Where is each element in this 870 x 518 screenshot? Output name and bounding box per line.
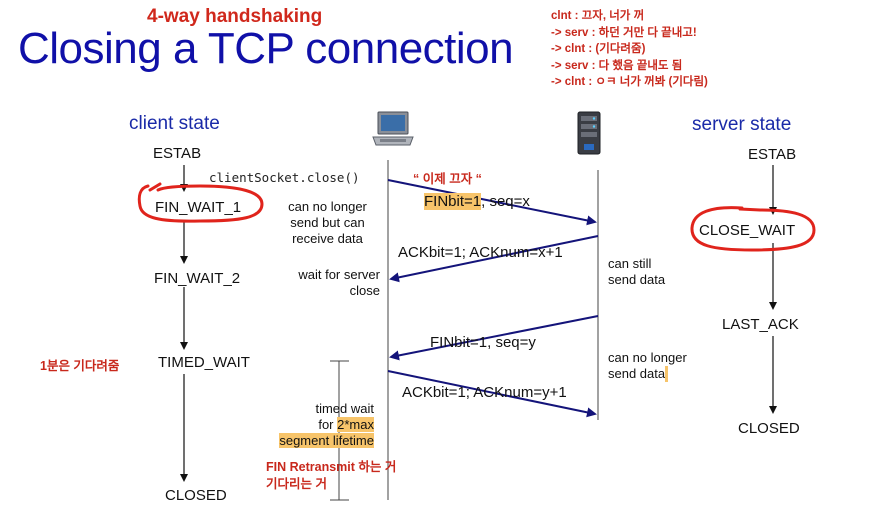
- server-state-estab: ESTAB: [748, 146, 797, 163]
- annotation-can-no-longer: can no longer send data: [608, 350, 687, 382]
- fin1-label: FINbit=1, seq=x: [424, 193, 530, 210]
- subtitle: 4-way handshaking: [147, 6, 323, 27]
- note-line: -> clnt : ㅇㅋ 너가 꺼봐 (기다림): [551, 76, 708, 88]
- circle-fin-wait-1: [137, 182, 264, 223]
- ack1-label: ACKbit=1; ACKnum=x+1: [398, 244, 563, 261]
- server-state-heading: server state: [692, 114, 792, 135]
- annotation-wait-one-min: 1분은 기다려줌: [40, 359, 120, 373]
- ack1-arrow: [389, 235, 599, 283]
- annotation-no-longer-send: can no longer send but can receive data: [288, 199, 367, 246]
- note-line: -> serv : 하던 거만 다 끝내고!: [551, 26, 697, 39]
- annotation-timed-wait: timed wait for 2*max segment lifetime: [279, 401, 374, 448]
- ack2-arrow: [387, 370, 597, 418]
- fin1-arrow: [387, 179, 597, 226]
- client-state-fin-wait-2: FIN_WAIT_2: [154, 270, 241, 287]
- note-line: -> serv : 다 했음 끝내도 됨: [551, 59, 683, 72]
- client-state-fin-wait-1: FIN_WAIT_1: [155, 199, 242, 216]
- client-state-closed: CLOSED: [165, 487, 227, 504]
- ack2-label: ACKbit=1; ACKnum=y+1: [402, 384, 567, 401]
- server-state-close-wait: CLOSE_WAIT: [699, 222, 796, 239]
- client-state-heading: client state: [129, 113, 220, 134]
- note-line: -> clnt : (기다려줌): [551, 43, 646, 55]
- note-line: clnt : 끄자, 너가 꺼: [551, 10, 645, 22]
- handshake-notes: clnt : 끄자, 너가 꺼 -> serv : 하던 거만 다 끝내고! -…: [551, 8, 708, 91]
- fin2-label: FINbit=1, seq=y: [430, 334, 536, 351]
- client-state-timed-wait: TIMED_WAIT: [158, 354, 250, 371]
- annotation-can-still: can still send data: [608, 256, 666, 287]
- server-icon: [577, 111, 601, 155]
- close-call-label: clientSocket.close(): [209, 170, 360, 185]
- page-title: Closing a TCP connection: [18, 24, 514, 73]
- server-state-closed: CLOSED: [738, 420, 800, 437]
- laptop-icon: [372, 111, 414, 146]
- circle-close-wait: [690, 206, 816, 252]
- fin2-arrow: [389, 315, 599, 361]
- note-now-off: “ 이제 끄자 “: [413, 172, 482, 186]
- server-state-last-ack: LAST_ACK: [722, 316, 799, 333]
- annotation-fin-retransmit: FIN Retransmit 하는 거 기다리는 거: [266, 460, 397, 491]
- client-state-estab: ESTAB: [153, 145, 202, 162]
- annotation-wait-for-close: wait for server close: [298, 267, 380, 298]
